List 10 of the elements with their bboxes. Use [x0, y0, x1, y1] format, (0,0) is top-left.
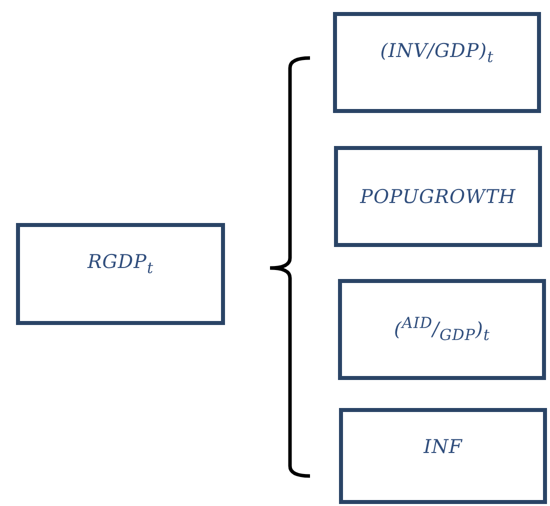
- variable-label: (INV/GDP)$_{t}$: [380, 40, 494, 66]
- variable-label: INF: [424, 436, 462, 458]
- variable-box: [16, 223, 225, 325]
- variable-label: ($^{AID}$/$_{GDP}$)$_{t}$: [394, 314, 490, 345]
- variable-box: [334, 146, 542, 247]
- variable-box: [333, 12, 541, 113]
- variable-label: RGDP$_{t}$: [87, 251, 154, 277]
- variable-label: POPUGROWTH: [360, 186, 516, 208]
- variable-box: [338, 279, 546, 380]
- variable-box: [339, 408, 547, 504]
